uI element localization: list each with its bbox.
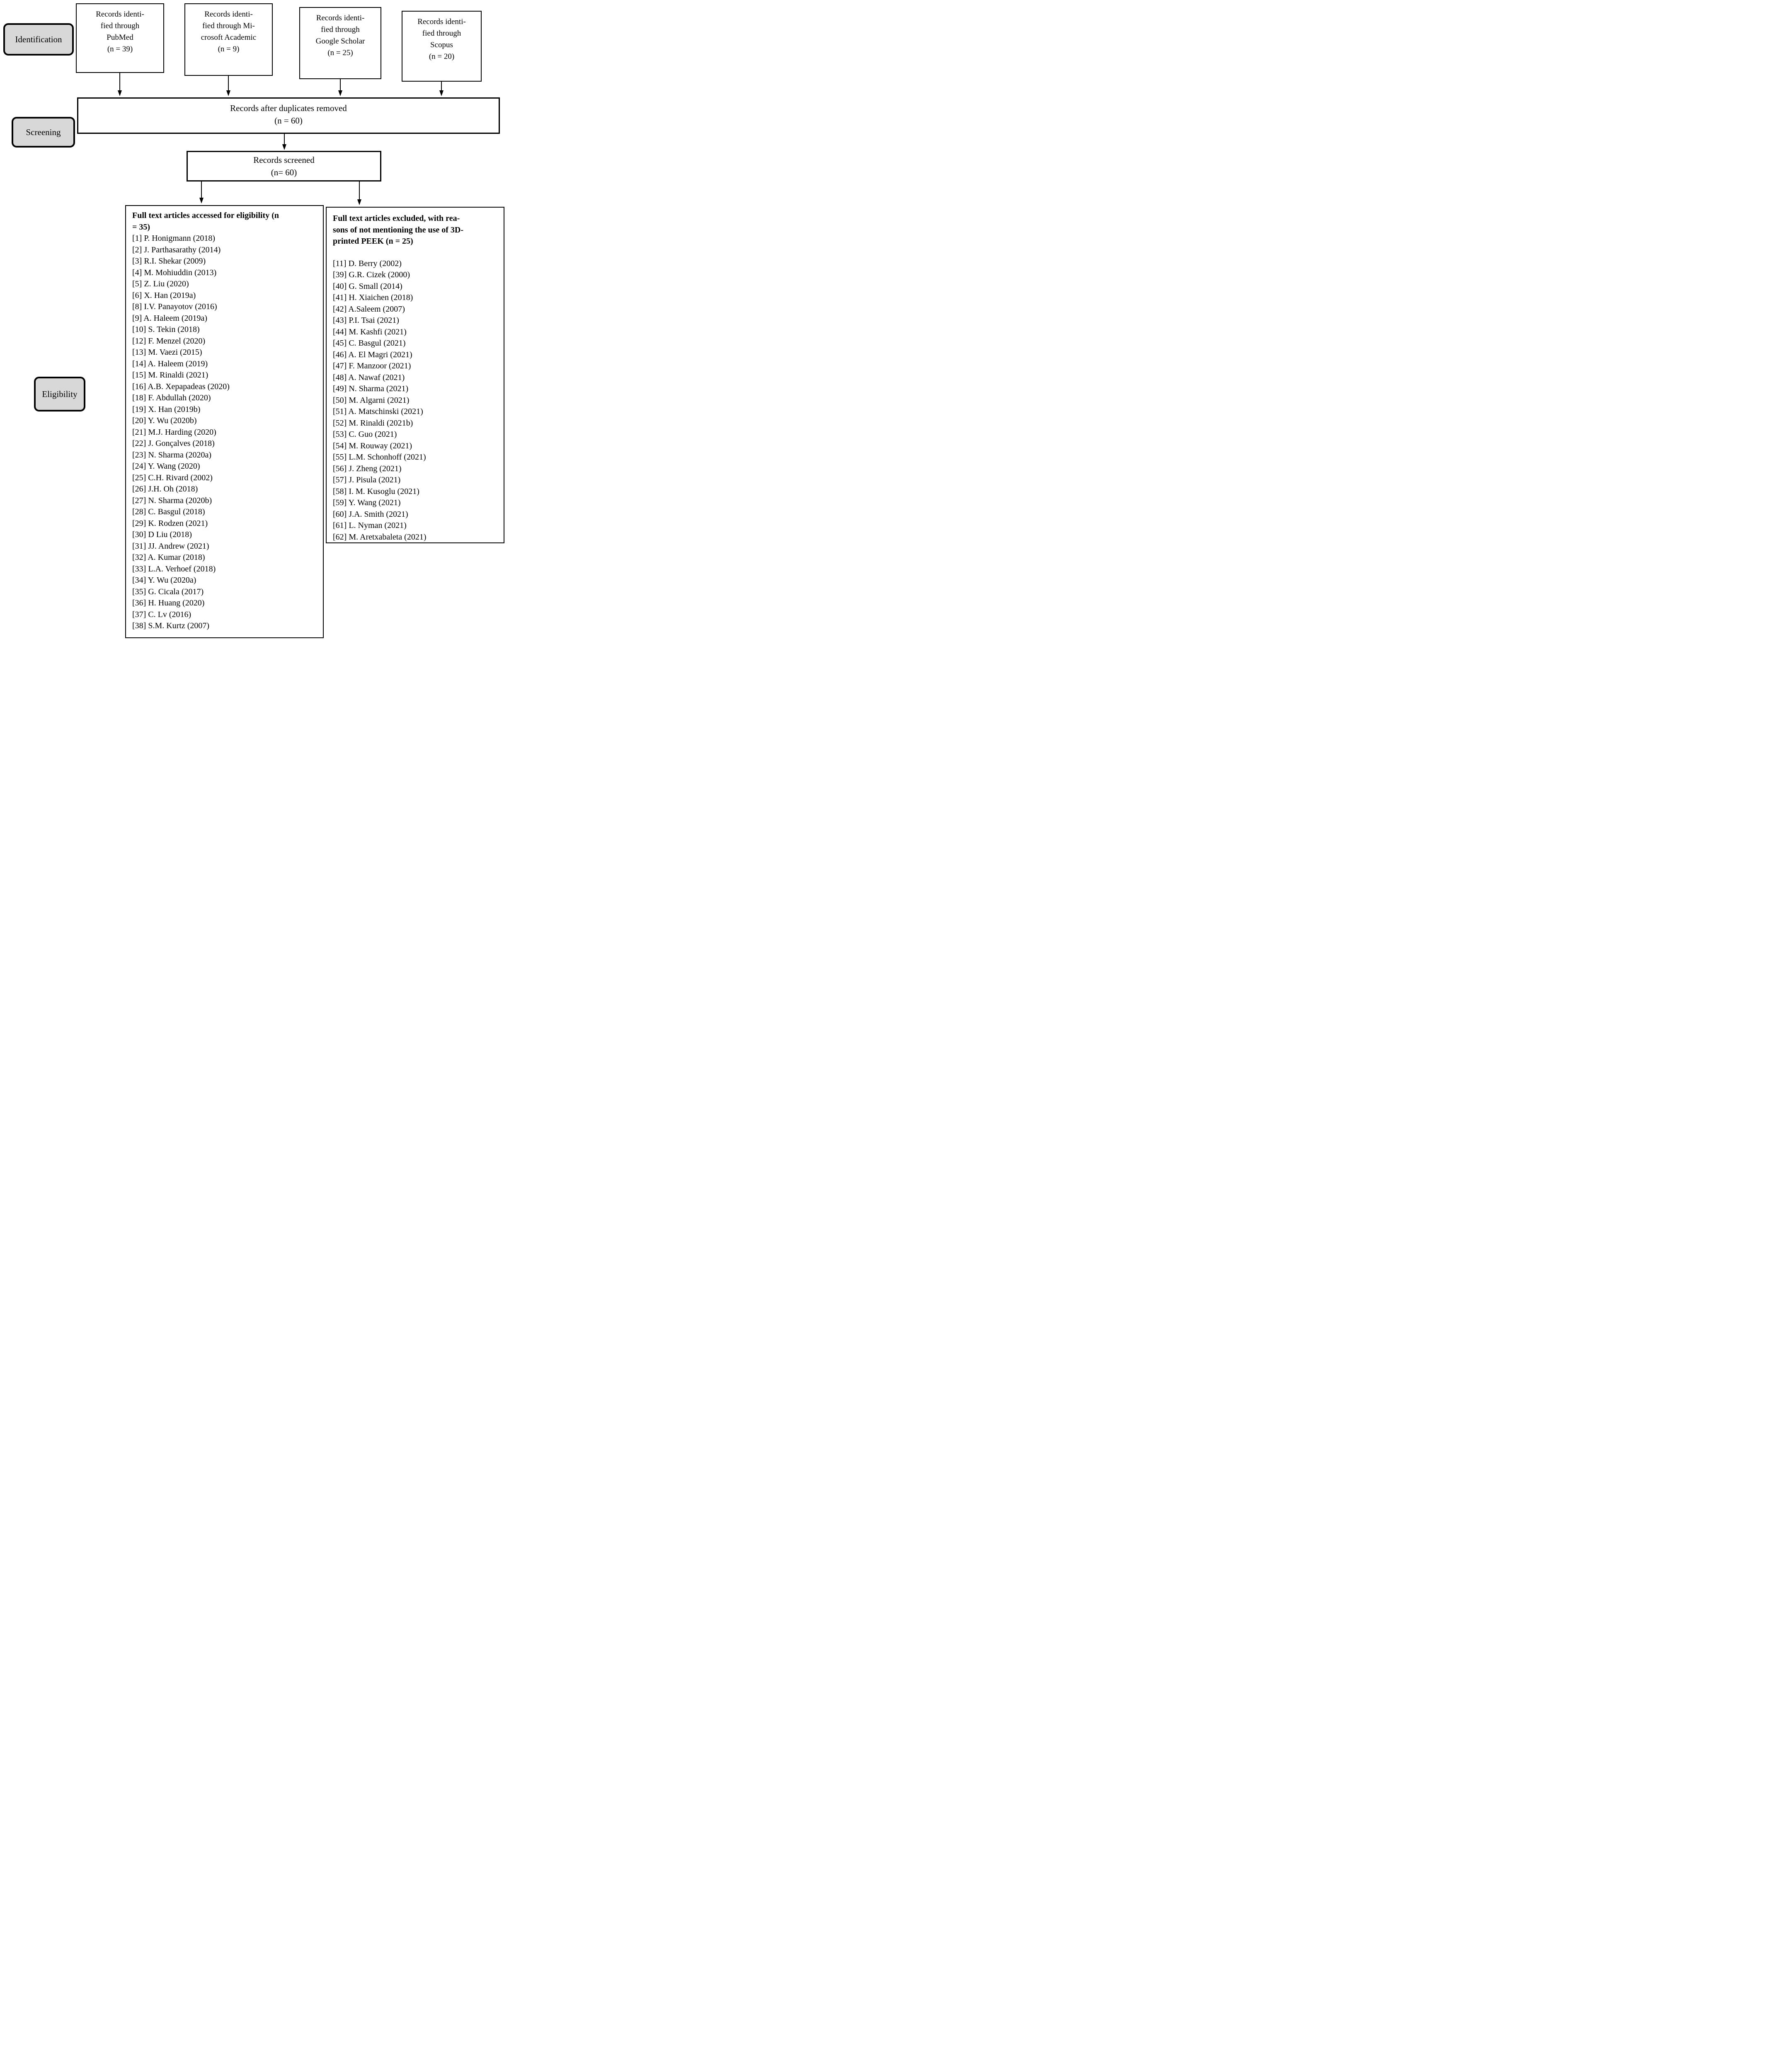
list-item: [41] H. Xiaichen (2018) bbox=[333, 293, 413, 302]
arrow-microsoft-head bbox=[226, 90, 230, 96]
list-item: [61] L. Nyman (2021) bbox=[333, 521, 407, 530]
source-box-pubmed: Records identi- fied through PubMed (n =… bbox=[76, 3, 164, 73]
list-item: [49] N. Sharma (2021) bbox=[333, 384, 409, 393]
arrow-screened-to-eligible-line bbox=[201, 182, 202, 198]
list-item: [28] C. Basgul (2018) bbox=[132, 507, 205, 516]
list-item: [13] M. Vaezi (2015) bbox=[132, 348, 202, 357]
stage-label-screening: Screening bbox=[12, 117, 75, 148]
arrow-scopus-line bbox=[441, 82, 442, 91]
list-item: [14] A. Haleem (2019) bbox=[132, 359, 208, 368]
list-item: [58] I. M. Kusoglu (2021) bbox=[333, 487, 419, 496]
list-item: [54] M. Rouway (2021) bbox=[333, 441, 412, 450]
stage-label-identification: Identification bbox=[3, 23, 74, 56]
arrow-screened-to-excluded-head bbox=[357, 199, 361, 205]
list-item: [4] M. Mohiuddin (2013) bbox=[132, 268, 217, 277]
list-item: [55] L.M. Schonhoff (2021) bbox=[333, 453, 426, 462]
excluded-articles-list: [11] D. Berry (2002) [39] G.R. Cizek (200… bbox=[333, 258, 503, 543]
list-item: [34] Y. Wu (2020a) bbox=[132, 576, 196, 585]
list-item: [6] X. Han (2019a) bbox=[132, 290, 196, 300]
list-item: [50] M. Algarni (2021) bbox=[333, 395, 410, 405]
eligible-articles-box: Full text articles accessed for eligibil… bbox=[125, 205, 324, 638]
list-item: [32] A. Kumar (2018) bbox=[132, 553, 205, 562]
eligible-articles-title: Full text articles accessed for eligibil… bbox=[132, 211, 279, 232]
stage-label-screening-text: Screening bbox=[26, 127, 61, 137]
stage-label-eligibility-text: Eligibility bbox=[42, 389, 78, 399]
duplicates-removed-box: Records after duplicates removed (n = 60… bbox=[77, 97, 500, 134]
list-item: [1] P. Honigmann (2018) bbox=[132, 234, 215, 243]
list-item: [19] X. Han (2019b) bbox=[132, 404, 201, 414]
list-item: [2] J. Parthasarathy (2014) bbox=[132, 245, 221, 254]
list-item: [12] F. Menzel (2020) bbox=[132, 336, 206, 346]
list-item: [37] C. Lv (2016) bbox=[132, 610, 191, 619]
list-item: [16] A.B. Xepapadeas (2020) bbox=[132, 382, 230, 391]
list-item: [3] R.I. Shekar (2009) bbox=[132, 257, 206, 266]
list-item: [33] L.A. Verhoef (2018) bbox=[132, 564, 216, 574]
list-item: [20] Y. Wu (2020b) bbox=[132, 416, 197, 425]
list-item: [30] D Liu (2018) bbox=[132, 530, 192, 539]
arrow-google-head bbox=[338, 90, 342, 96]
arrow-duplicates-to-screened-line bbox=[284, 134, 285, 145]
list-item: [8] I.V. Panayotov (2016) bbox=[132, 302, 217, 311]
list-item: [56] J. Zheng (2021) bbox=[333, 464, 402, 473]
list-item: [45] C. Basgul (2021) bbox=[333, 339, 406, 348]
list-item: [60] J.A. Smith (2021) bbox=[333, 509, 408, 519]
list-item: [25] C.H. Rivard (2002) bbox=[132, 473, 213, 482]
list-item: [24] Y. Wang (2020) bbox=[132, 462, 200, 471]
list-item: [57] J. Pisula (2021) bbox=[333, 475, 401, 484]
list-item: [36] H. Huang (2020) bbox=[132, 598, 205, 608]
arrow-screened-to-eligible-head bbox=[199, 198, 204, 203]
list-item: [59] Y. Wang (2021) bbox=[333, 498, 401, 507]
excluded-articles-title: Full text articles excluded, with rea- s… bbox=[333, 214, 464, 246]
list-item: [38] S.M. Kurtz (2007) bbox=[132, 621, 210, 630]
list-item: [51] A. Matschinski (2021) bbox=[333, 407, 423, 416]
list-item: [40] G. Small (2014) bbox=[333, 281, 402, 291]
list-item: [29] K. Rodzen (2021) bbox=[132, 518, 208, 528]
list-item: [39] G.R. Cizek (2000) bbox=[333, 270, 410, 279]
list-item: [10] S. Tekin (2018) bbox=[132, 325, 200, 334]
list-item: [15] M. Rinaldi (2021) bbox=[132, 370, 208, 380]
list-item: [21] M.J. Harding (2020) bbox=[132, 427, 216, 437]
arrow-google-line bbox=[340, 79, 341, 91]
source-box-google-scholar: Records identi- fied through Google Scho… bbox=[299, 7, 381, 79]
eligible-articles-list: [1] P. Honigmann (2018) [2] J. Parthasara… bbox=[132, 233, 322, 632]
arrow-scopus-head bbox=[439, 90, 444, 96]
stage-label-eligibility: Eligibility bbox=[34, 377, 85, 411]
excluded-articles-box: Full text articles excluded, with rea- s… bbox=[326, 207, 504, 543]
list-item: [18] F. Abdullah (2020) bbox=[132, 393, 211, 402]
list-item: [11] D. Berry (2002) bbox=[333, 259, 402, 268]
list-item: [5] Z. Liu (2020) bbox=[132, 279, 189, 288]
arrow-screened-to-excluded-line bbox=[359, 182, 360, 200]
arrow-duplicates-to-screened-head bbox=[282, 144, 286, 150]
list-item: [31] JJ. Andrew (2021) bbox=[132, 541, 209, 551]
list-item: [47] F. Manzoor (2021) bbox=[333, 361, 411, 370]
list-item: [52] M. Rinaldi (2021b) bbox=[333, 418, 413, 428]
arrow-microsoft-line bbox=[228, 76, 229, 91]
list-item: [48] A. Nawaf (2021) bbox=[333, 373, 405, 382]
arrow-pubmed-head bbox=[118, 90, 122, 96]
list-item: [22] J. Gonçalves (2018) bbox=[132, 439, 215, 448]
list-item: [46] A. El Magri (2021) bbox=[333, 350, 412, 359]
list-item: [42] A.Saleem (2007) bbox=[333, 304, 405, 314]
list-item: [53] C. Guo (2021) bbox=[333, 430, 397, 439]
list-item: [26] J.H. Oh (2018) bbox=[132, 484, 198, 494]
list-item: [27] N. Sharma (2020b) bbox=[132, 496, 212, 505]
list-item: [43] P.I. Tsai (2021) bbox=[333, 316, 399, 325]
records-screened-box: Records screened (n= 60) bbox=[187, 151, 381, 182]
stage-label-identification-text: Identification bbox=[15, 34, 62, 44]
prisma-flow-diagram: Identification Screening Eligibility Rec… bbox=[0, 0, 508, 639]
source-box-scopus: Records identi- fied through Scopus (n =… bbox=[402, 11, 482, 82]
arrow-pubmed-line bbox=[119, 73, 120, 91]
list-item: [35] G. Cicala (2017) bbox=[132, 587, 204, 596]
source-box-microsoft-academic: Records identi- fied through Mi- crosoft… bbox=[184, 3, 273, 76]
list-item: [44] M. Kashfi (2021) bbox=[333, 327, 407, 336]
list-item: [62] M. Aretxabaleta (2021) bbox=[333, 532, 427, 542]
list-item: [23] N. Sharma (2020a) bbox=[132, 450, 212, 460]
list-item: [9] A. Haleem (2019a) bbox=[132, 313, 208, 323]
